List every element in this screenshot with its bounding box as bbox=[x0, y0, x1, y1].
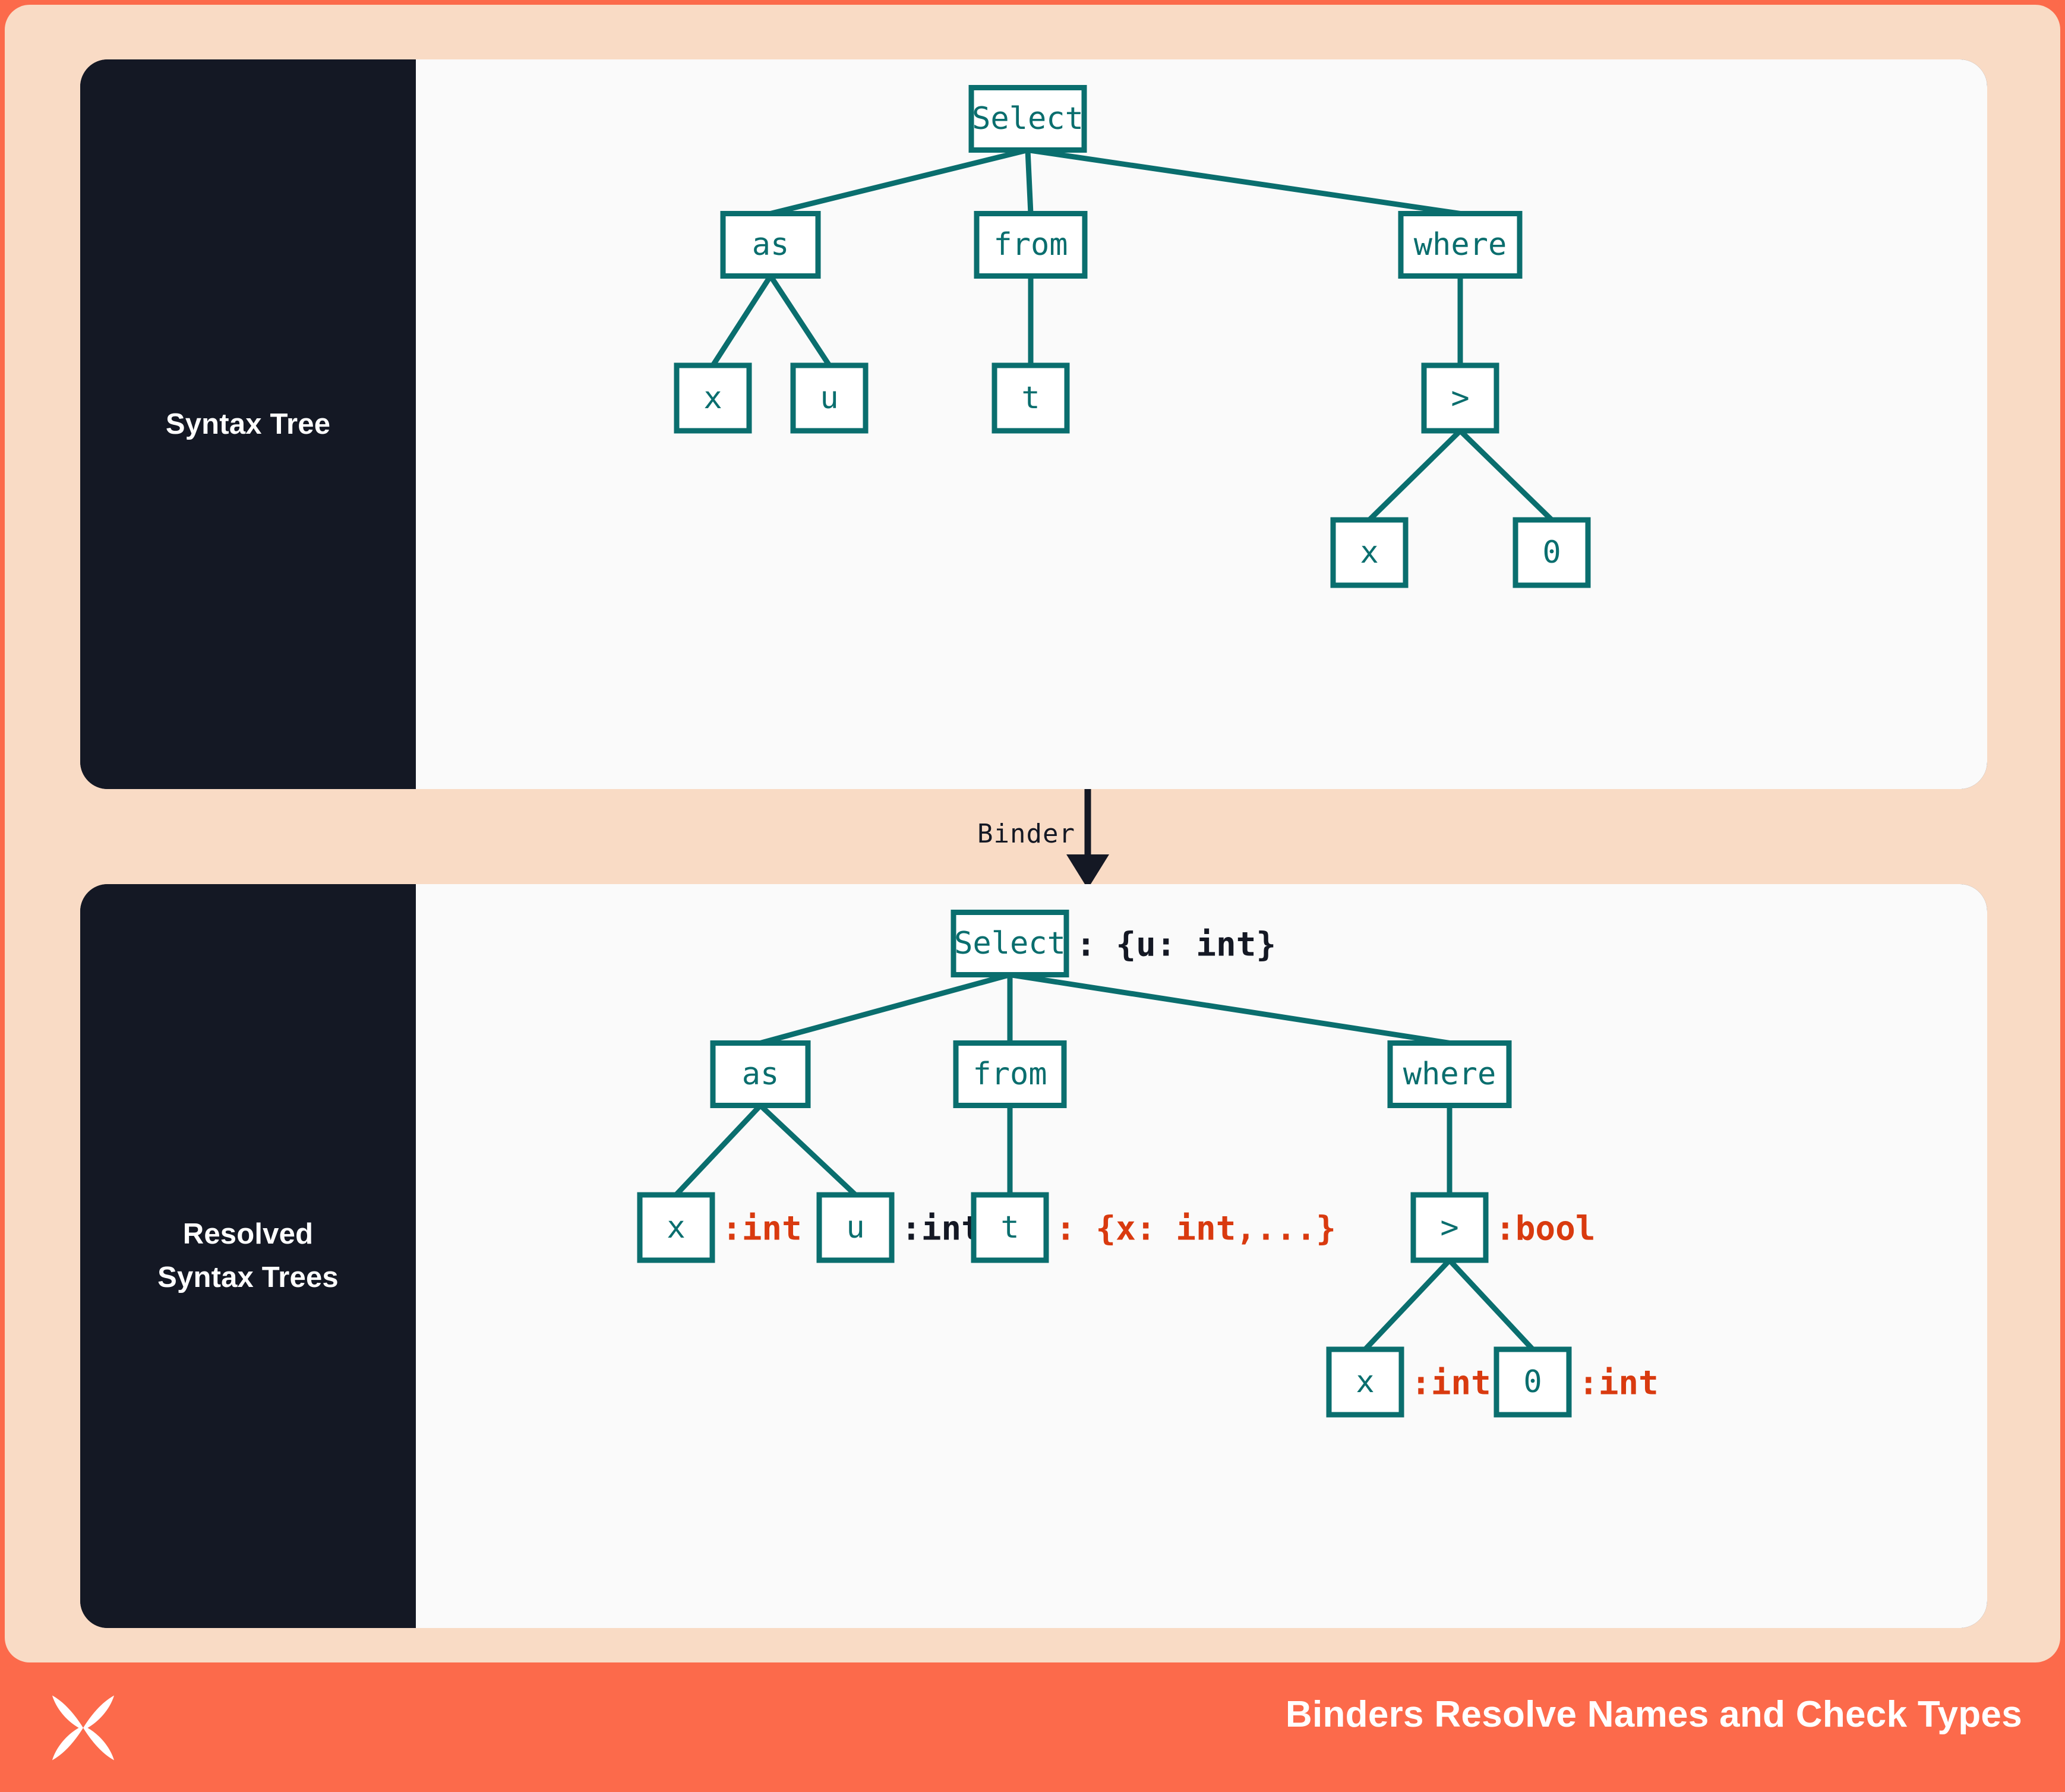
tree-node-box bbox=[1387, 1040, 1512, 1108]
tree-node-gt: > :bool bbox=[1410, 1192, 1596, 1263]
tree-node-label: 0 bbox=[1542, 535, 1561, 570]
tree-edge bbox=[1363, 1258, 1452, 1352]
tree-node-box bbox=[1410, 1192, 1489, 1263]
tree-node-label: > bbox=[1440, 1210, 1458, 1245]
tree-node-gt: > bbox=[1421, 362, 1499, 434]
tree-node-where: where bbox=[1387, 1040, 1512, 1108]
tree-node-box bbox=[953, 1040, 1067, 1108]
syntax-tree-canvas: Select as from where x u t > x 0 bbox=[416, 59, 1987, 789]
binder-arrow-icon bbox=[1066, 789, 1109, 884]
tree-node-label: where bbox=[1403, 1056, 1496, 1092]
panel-resolved-syntax-trees-label: Resolved Syntax Trees bbox=[80, 884, 416, 1628]
tree-edge bbox=[674, 1103, 763, 1197]
resolved-syntax-trees-diagram: Select : {u: int} as from where x :int u :int t : … bbox=[637, 910, 1659, 1418]
tree-node-label: t bbox=[1000, 1210, 1019, 1245]
butterfly-x-logo-icon bbox=[52, 1695, 115, 1761]
tree-node-box bbox=[1330, 517, 1409, 588]
tree-edge bbox=[759, 972, 1011, 1046]
tree-node-label: 0 bbox=[1523, 1364, 1542, 1400]
tree-node-label: as bbox=[752, 227, 790, 263]
tree-node-from-t: t : {x: int,...} bbox=[971, 1192, 1336, 1263]
tree-node-type-annotation: :int bbox=[901, 1210, 981, 1248]
tree-node-gt-x: x bbox=[1330, 517, 1409, 588]
tree-edge bbox=[1447, 1258, 1535, 1352]
syntax-tree-diagram: Select as from where x u t > x 0 bbox=[674, 85, 1591, 588]
tree-node-box bbox=[790, 362, 869, 434]
tree-edge bbox=[1027, 147, 1461, 216]
tree-node-type-annotation: :int bbox=[1578, 1364, 1659, 1403]
tree-node-label: from bbox=[993, 227, 1068, 263]
tree-node-label: x bbox=[667, 1210, 685, 1245]
tree-node-box bbox=[816, 1192, 895, 1263]
tree-node-label: where bbox=[1414, 227, 1507, 263]
tree-node-from: from bbox=[953, 1040, 1067, 1108]
tree-node-where: where bbox=[1398, 211, 1523, 279]
binder-transition bbox=[80, 789, 1987, 884]
tree-node-as: as bbox=[720, 211, 821, 279]
tree-node-select: Select bbox=[968, 85, 1087, 153]
tree-node-as-x: x :int bbox=[637, 1192, 802, 1263]
tree-node-as-u: u bbox=[790, 362, 869, 434]
resolved-syntax-trees-canvas: Select : {u: int} as from where x :int u :int t : … bbox=[416, 884, 1987, 1628]
panel-syntax-tree: Syntax Tree Select as from where x u t > x 0 bbox=[80, 59, 1987, 789]
panel-syntax-tree-label: Syntax Tree bbox=[80, 59, 416, 789]
tree-node-box bbox=[1326, 1346, 1404, 1418]
tree-node-label: t bbox=[1021, 380, 1040, 416]
tree-node-label: Select bbox=[954, 926, 1066, 961]
tree-node-label: u bbox=[820, 380, 838, 416]
tree-node-box bbox=[1421, 362, 1499, 434]
tree-node-label: > bbox=[1451, 380, 1469, 416]
tree-node-type-annotation: :int bbox=[1411, 1364, 1491, 1403]
tree-node-gt-0: 0 :int bbox=[1494, 1346, 1659, 1418]
tree-edge bbox=[1009, 972, 1450, 1046]
footer-caption: Binders Resolve Names and Check Types bbox=[1285, 1694, 2022, 1735]
tree-node-box bbox=[968, 85, 1087, 153]
tree-node-type-annotation: :bool bbox=[1495, 1210, 1596, 1248]
tree-node-box bbox=[992, 362, 1070, 434]
tree-node-label: Select bbox=[972, 101, 1084, 137]
tree-edges bbox=[674, 972, 1535, 1352]
tree-node-label: u bbox=[846, 1210, 864, 1245]
tree-edge bbox=[711, 275, 773, 367]
tree-edge bbox=[1025, 150, 1034, 214]
tree-edge bbox=[1458, 428, 1554, 522]
tree-node-from-t: t bbox=[992, 362, 1070, 434]
tree-node-from: from bbox=[974, 211, 1088, 279]
tree-node-label: x bbox=[703, 380, 722, 416]
tree-node-box bbox=[720, 211, 821, 279]
tree-node-box bbox=[674, 362, 752, 434]
tree-node-type-annotation: : {x: int,...} bbox=[1056, 1210, 1336, 1248]
tree-node-type-annotation: :int bbox=[722, 1210, 802, 1248]
tree-edge bbox=[769, 147, 1029, 216]
footer-bar: Binders Resolve Names and Check Types bbox=[0, 1664, 2065, 1792]
tree-node-as-x: x bbox=[674, 362, 752, 434]
tree-node-label: x bbox=[1360, 535, 1378, 570]
tree-edges bbox=[711, 147, 1554, 522]
tree-node-label: as bbox=[742, 1056, 779, 1092]
tree-edge bbox=[768, 275, 832, 367]
tree-node-type-annotation: : {u: int} bbox=[1076, 926, 1276, 964]
tree-node-label: x bbox=[1356, 1364, 1374, 1400]
tree-node-box bbox=[710, 1040, 811, 1108]
binder-label: Binder bbox=[977, 819, 1075, 849]
tree-edge bbox=[1367, 428, 1463, 522]
tree-node-box bbox=[637, 1192, 715, 1263]
tree-node-box bbox=[974, 211, 1088, 279]
tree-node-select: Select : {u: int} bbox=[951, 910, 1276, 977]
tree-node-box bbox=[971, 1192, 1049, 1263]
tree-node-as-u: u :int bbox=[816, 1192, 981, 1263]
tree-edge bbox=[758, 1103, 858, 1197]
tree-node-box bbox=[1513, 517, 1591, 588]
tree-node-gt-0: 0 bbox=[1513, 517, 1591, 588]
tree-node-as: as bbox=[710, 1040, 811, 1108]
panel-resolved-syntax-trees: Resolved Syntax Trees Select : {u: int} as… bbox=[80, 884, 1987, 1628]
tree-node-box bbox=[1398, 211, 1523, 279]
tree-node-box bbox=[951, 910, 1069, 977]
tree-node-box bbox=[1494, 1346, 1572, 1418]
tree-node-gt-x: x :int bbox=[1326, 1346, 1491, 1418]
tree-node-label: from bbox=[972, 1056, 1047, 1092]
